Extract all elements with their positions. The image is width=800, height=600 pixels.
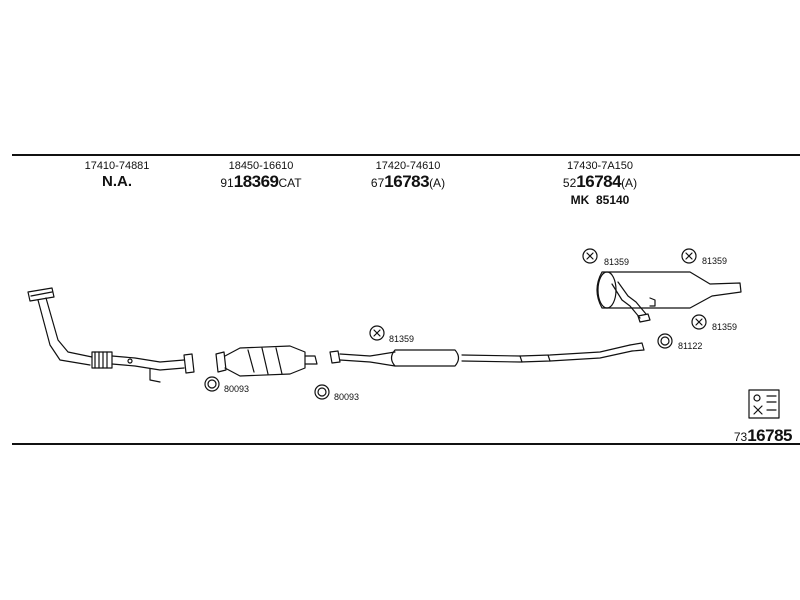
mounting-kit-label: MK [570,193,590,207]
mounting-kit: MK 85140 [540,193,660,207]
mounting-kit-code: 85140 [595,193,630,207]
code-prefix: 73 [733,430,748,444]
hanger-label: 81359 [702,256,727,266]
hanger-label: 81359 [712,322,737,332]
part-column-front-pipe: 17410-74881 N.A. [62,160,172,192]
middle-silencer-icon [329,342,645,367]
catalog-code: 9118369CAT [196,172,326,193]
code-prefix: 67 [370,176,385,190]
gasket-icon [314,384,330,400]
hanger-label: 81359 [604,257,629,267]
code-suffix: (A) [429,176,446,190]
gasket-icon [204,376,220,392]
code-suffix: CAT [278,176,302,190]
catalytic-converter-icon [215,345,318,377]
gasket-label: 80093 [224,384,249,394]
hanger-icon [691,314,707,330]
hanger-icon [681,248,697,264]
catalog-code: 5216784(A) [540,172,660,193]
hanger-icon [369,325,385,341]
code-prefix: 52 [562,176,577,190]
code-main: 16785 [747,426,792,445]
rear-silencer-icon [596,271,742,323]
code-suffix: (A) [621,176,638,190]
part-column-rear-silencer: 17430-7A150 5216784(A) MK 85140 [540,160,660,207]
part-number: 17430-7A150 [566,160,634,172]
code-main: 16783 [384,172,430,191]
part-number: 18450-16610 [228,160,294,172]
hanger-label: 81359 [389,334,414,344]
clamp-icon [657,333,673,349]
bottom-rule [12,443,800,445]
part-number: 17410-74881 [84,160,150,172]
code-prefix: 91 [220,176,234,190]
clamp-label: 81122 [678,341,702,351]
code-main: 16784 [576,172,622,191]
code-main: 18369 [233,172,279,191]
top-rule [12,154,800,156]
part-column-middle-silencer: 17420-74610 6716783(A) [348,160,468,193]
hanger-icon [582,248,598,264]
not-available-label: N.A. [102,173,132,190]
catalog-code: 6716783(A) [348,172,468,193]
accessory-kit-icon [748,389,780,419]
part-number: 17420-74610 [375,160,441,172]
assembly-code: 7316785 [733,426,793,446]
part-column-catalyst: 18450-16610 9118369CAT [196,160,326,193]
gasket-label: 80093 [334,392,359,402]
front-pipe-icon [27,287,195,383]
